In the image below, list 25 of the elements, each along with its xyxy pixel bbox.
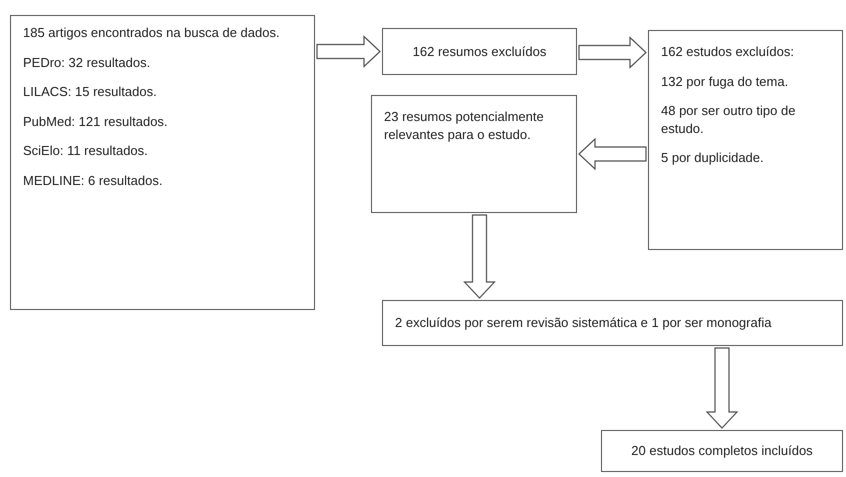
box-text: PEDro: 32 resultados. [23,54,152,72]
box-text: LILACS: 15 resultados. [23,83,158,101]
box-text: 20 estudos completos incluídos [631,442,813,460]
block-arrow [463,214,496,299]
box-text: 5 por duplicidade. [661,149,765,167]
box-text: 23 resumos potencialmente relevantes para o estudo. [384,108,545,144]
box-text: PubMed: 121 resultados. [23,112,169,130]
box-text: SciElo: 11 resultados. [23,142,149,160]
box-text: 162 resumos excluídos [412,42,546,60]
block-arrow [316,35,381,68]
process-box [382,300,843,346]
box-text: 162 estudos excluídos: [661,43,795,61]
process-box [601,430,843,472]
process-box [648,30,843,250]
block-arrow [706,347,738,429]
box-text: 2 excluídos por serem revisão sistemática e 1 por ser monografia [395,314,772,332]
process-box [382,28,577,75]
process-box [371,95,577,213]
process-box [10,15,315,310]
box-text: 48 por ser outro tipo de estudo. [661,102,796,138]
block-arrow [578,138,647,170]
box-text: 132 por fuga do tema. [661,72,790,90]
box-text: MEDLINE: 6 resultados. [23,172,164,190]
block-arrow [578,36,647,69]
box-text: 185 artigos encontrados na busca de dados. [23,24,281,42]
